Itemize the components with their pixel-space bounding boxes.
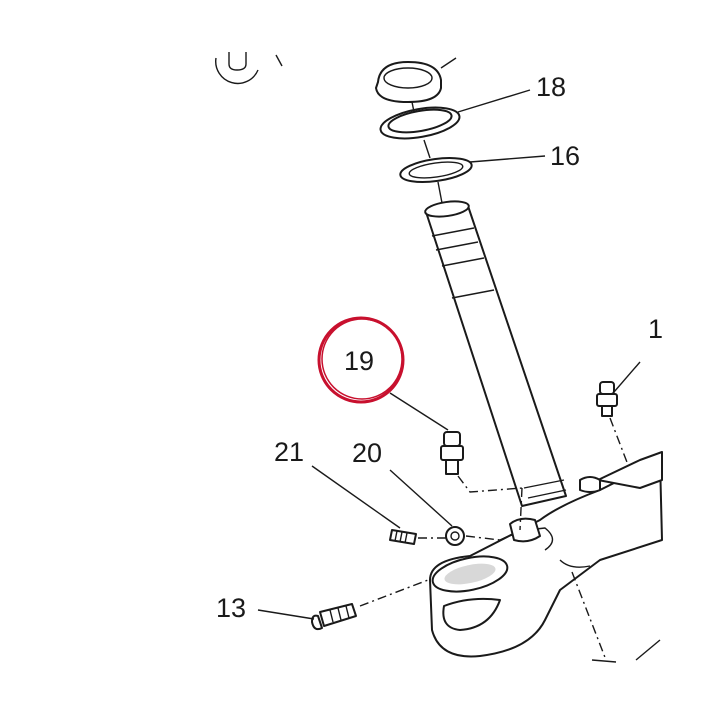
callout-13: 13 xyxy=(216,593,246,623)
lower-triple-clamp xyxy=(429,451,663,663)
part-20-nut xyxy=(389,469,501,546)
callout-19: 19 xyxy=(344,346,374,376)
callout-18: 18 xyxy=(536,72,566,102)
top-cap xyxy=(375,57,457,103)
highlight-circle xyxy=(317,316,405,404)
part-21-pin xyxy=(311,465,446,545)
steering-stem xyxy=(424,200,567,507)
part-13-bolt xyxy=(257,579,429,631)
part-16-ring xyxy=(399,155,546,183)
part-18-bearing xyxy=(379,89,531,140)
callout-1: 1 xyxy=(648,314,663,344)
view-marker xyxy=(215,52,283,85)
part-1-bolt xyxy=(596,361,641,471)
part-19-bolt xyxy=(389,392,523,493)
callout-16: 16 xyxy=(550,141,580,171)
callout-21: 21 xyxy=(274,437,304,467)
callout-20: 20 xyxy=(352,438,382,468)
